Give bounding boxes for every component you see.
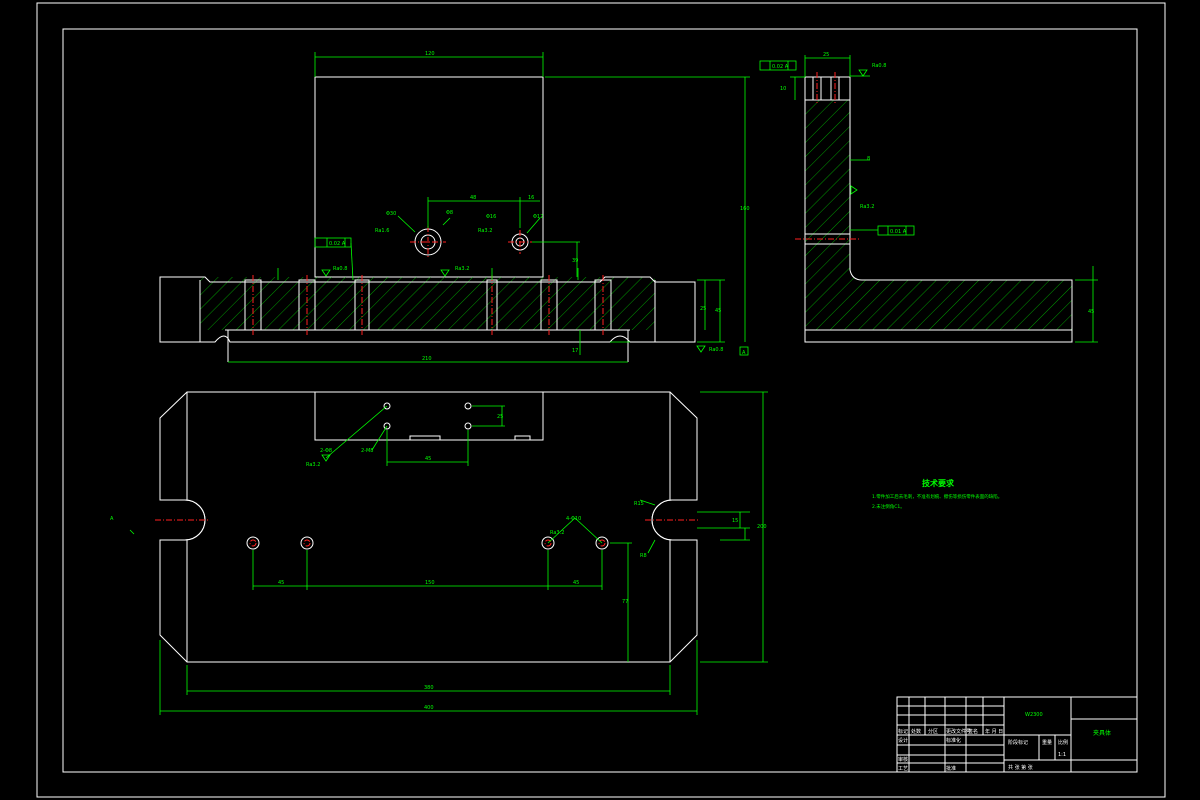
svg-text:R8: R8 bbox=[640, 553, 647, 559]
svg-text:Ra0.8: Ra0.8 bbox=[709, 347, 723, 353]
svg-text:45: 45 bbox=[715, 308, 721, 314]
side-outline bbox=[804, 76, 1073, 343]
title-block: W2300 夹具体 1:1 标记 处数 分区 更改文件号 签名 年 月 日 设计… bbox=[896, 696, 1138, 773]
svg-text:160: 160 bbox=[740, 206, 750, 212]
svg-text:0.01 A: 0.01 A bbox=[890, 229, 907, 235]
svg-text:4-Φ10: 4-Φ10 bbox=[566, 516, 581, 522]
notes-line-2: 2.未注倒角C1。 bbox=[872, 503, 905, 510]
svg-text:48: 48 bbox=[470, 195, 476, 201]
svg-text:A: A bbox=[110, 516, 114, 522]
svg-text:更改文件号: 更改文件号 bbox=[946, 728, 971, 735]
svg-text:A: A bbox=[742, 350, 746, 356]
plan-holes bbox=[246, 402, 609, 550]
base-outline bbox=[159, 276, 696, 343]
svg-text:Ra3.2: Ra3.2 bbox=[478, 228, 492, 234]
svg-text:工艺: 工艺 bbox=[898, 766, 908, 772]
notes-title: 技术要求 bbox=[922, 478, 955, 488]
svg-text:0.02 A: 0.02 A bbox=[772, 64, 789, 70]
plan-outline bbox=[159, 391, 698, 663]
svg-text:200: 200 bbox=[757, 524, 767, 530]
plan-view: 45 150 45 45 25 380 400 200 77 15 R15 bbox=[110, 391, 768, 715]
svg-text:210: 210 bbox=[422, 356, 432, 362]
svg-text:标准化: 标准化 bbox=[946, 737, 961, 744]
svg-text:45: 45 bbox=[573, 580, 579, 586]
side-view: 25 0.02 A Ra0.8 10 8 Ra3.2 0.01 A 45 bbox=[759, 52, 1098, 343]
inner-frame bbox=[62, 28, 1138, 773]
base-holes bbox=[244, 275, 612, 335]
svg-text:45: 45 bbox=[425, 456, 431, 462]
svg-text:2-Φ8: 2-Φ8 bbox=[320, 448, 332, 454]
plan-upright bbox=[314, 391, 544, 441]
svg-text:400: 400 bbox=[424, 705, 434, 711]
svg-text:Φ8: Φ8 bbox=[446, 210, 453, 216]
svg-text:审核: 审核 bbox=[898, 756, 908, 763]
svg-text:处数: 处数 bbox=[911, 728, 921, 735]
svg-text:年 月 日: 年 月 日 bbox=[985, 728, 1003, 735]
svg-text:45: 45 bbox=[1088, 309, 1094, 315]
dim-front-top-width: 120 bbox=[425, 51, 435, 57]
svg-text:Ra0.8: Ra0.8 bbox=[872, 63, 886, 69]
outer-border bbox=[36, 2, 1166, 798]
svg-text:77: 77 bbox=[622, 599, 628, 605]
svg-text:批准: 批准 bbox=[946, 765, 956, 772]
svg-text:25: 25 bbox=[700, 306, 706, 312]
technical-notes: 技术要求 1.零件加工后去毛刺，不准有划痕、擦伤等损伤零件表面的缺陷。 2.未注… bbox=[872, 478, 1002, 510]
svg-text:25: 25 bbox=[823, 52, 829, 58]
svg-text:45: 45 bbox=[278, 580, 284, 586]
svg-text:2-M8: 2-M8 bbox=[361, 448, 373, 454]
svg-text:Φ16: Φ16 bbox=[486, 214, 496, 220]
base-section-hatch bbox=[200, 277, 655, 330]
svg-text:共 张 第 张: 共 张 第 张 bbox=[1008, 764, 1033, 771]
svg-text:比例: 比例 bbox=[1058, 739, 1068, 746]
svg-text:25: 25 bbox=[497, 414, 503, 420]
svg-text:150: 150 bbox=[425, 580, 435, 586]
svg-text:10: 10 bbox=[780, 86, 786, 92]
svg-text:380: 380 bbox=[424, 685, 434, 691]
svg-text:标记: 标记 bbox=[898, 728, 908, 735]
svg-text:签名: 签名 bbox=[968, 728, 978, 735]
front-view: 120 48 16 160 39 210 45 25 17 Φ30 Ra1.6 … bbox=[159, 51, 750, 363]
svg-text:Φ12: Φ12 bbox=[533, 214, 543, 220]
svg-text:Ra3.2: Ra3.2 bbox=[306, 462, 320, 468]
svg-text:0.02 A: 0.02 A bbox=[329, 241, 346, 247]
drawing-title: 夹具体 bbox=[1093, 729, 1111, 737]
svg-text:Ra1.6: Ra1.6 bbox=[375, 228, 389, 234]
drawing-scale: 1:1 bbox=[1058, 752, 1066, 758]
svg-text:Ra3.2: Ra3.2 bbox=[860, 204, 874, 210]
svg-text:设计: 设计 bbox=[898, 737, 908, 744]
svg-text:R15: R15 bbox=[634, 501, 644, 507]
svg-text:分区: 分区 bbox=[928, 728, 938, 735]
svg-text:Ra0.8: Ra0.8 bbox=[333, 266, 347, 272]
svg-text:Ra3.2: Ra3.2 bbox=[550, 530, 564, 536]
svg-text:15: 15 bbox=[732, 518, 738, 524]
svg-text:8: 8 bbox=[867, 156, 870, 162]
svg-text:重量: 重量 bbox=[1042, 739, 1052, 746]
svg-text:阶段标记: 阶段标记 bbox=[1008, 739, 1028, 746]
notes-line-1: 1.零件加工后去毛刺，不准有划痕、擦伤等损伤零件表面的缺陷。 bbox=[872, 493, 1002, 500]
svg-text:39: 39 bbox=[572, 258, 578, 264]
svg-text:Φ30: Φ30 bbox=[386, 211, 396, 217]
svg-text:17: 17 bbox=[572, 348, 578, 354]
drawing-number: W2300 bbox=[1025, 712, 1043, 718]
svg-text:16: 16 bbox=[528, 195, 534, 201]
svg-text:Ra3.2: Ra3.2 bbox=[455, 266, 469, 272]
